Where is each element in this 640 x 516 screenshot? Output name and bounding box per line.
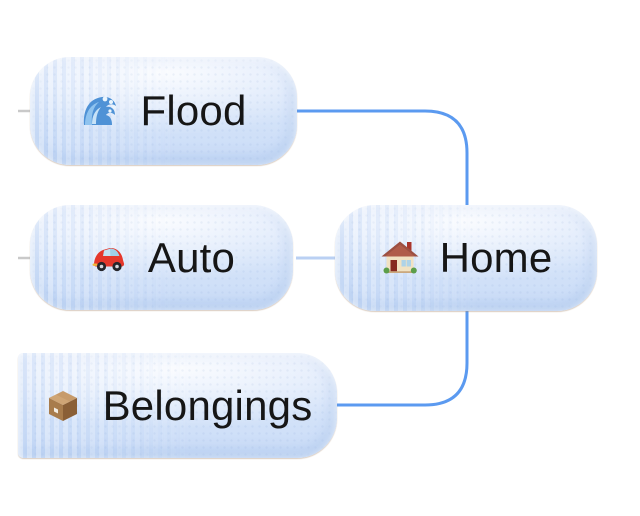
node-auto-label: Auto: [147, 233, 236, 281]
car-icon: [88, 238, 128, 278]
node-flood-label: Flood: [140, 87, 247, 134]
edge-flood-home: [296, 109, 469, 205]
wave-icon: [80, 91, 120, 131]
package-icon: [43, 386, 83, 426]
edge-home-belongings: [337, 311, 469, 407]
node-belongings[interactable]: Belongings: [18, 353, 337, 458]
node-belongings-label: Belongings: [102, 381, 313, 429]
node-home[interactable]: Home: [335, 205, 597, 311]
node-auto[interactable]: Auto: [30, 205, 293, 310]
node-flood[interactable]: Flood: [30, 57, 297, 165]
house-icon: [380, 238, 420, 278]
node-home-label: Home: [439, 234, 553, 281]
